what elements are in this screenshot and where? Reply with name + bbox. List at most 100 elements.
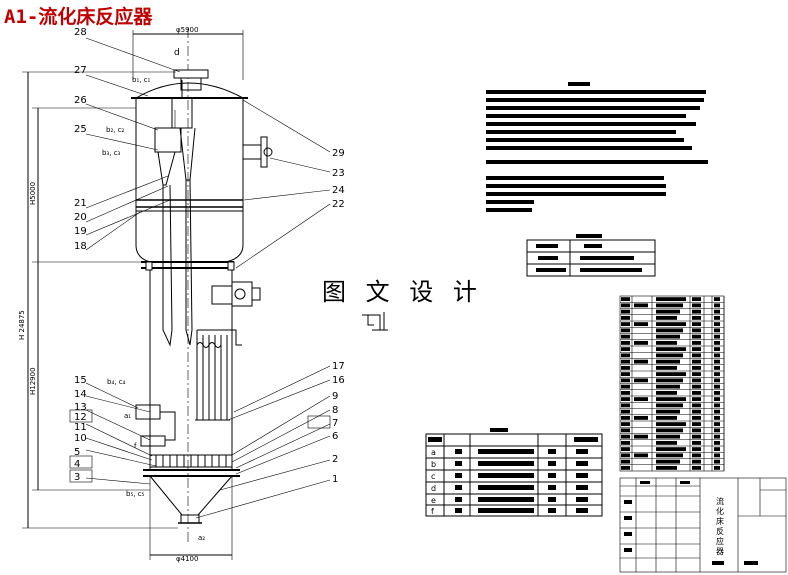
part-number: 25: [74, 124, 87, 135]
parts-list-cell: [692, 390, 701, 395]
parts-list-cell: [621, 384, 630, 389]
parts-list-cell: [692, 353, 701, 358]
parts-list-cell: [621, 409, 630, 414]
parts-list-cell: [621, 315, 630, 320]
parts-list-cell: [634, 453, 648, 458]
part-number: 18: [74, 241, 87, 252]
parts-list-cell: [634, 434, 648, 439]
parts-list-cell: [656, 415, 677, 420]
parts-list-cell: [714, 447, 720, 452]
parts-list-cell: [692, 322, 701, 327]
parts-list-cell: [621, 440, 630, 445]
parts-list-cell: [656, 378, 683, 383]
parts-list-cell: [714, 434, 720, 439]
parts-list-cell: [656, 347, 686, 352]
parts-list-cell: [692, 365, 701, 370]
parts-list-cell: [656, 422, 686, 427]
part-number: 12: [74, 412, 87, 423]
parts-list-cell: [692, 447, 701, 452]
parts-list-cell: [656, 322, 686, 327]
parts-list-cell: [656, 372, 686, 377]
part-number: 27: [74, 65, 87, 76]
parts-list-cell: [621, 447, 630, 452]
parts-list-cell: [656, 340, 677, 345]
parts-list-cell: [692, 440, 701, 445]
parts-list-cell: [714, 409, 720, 414]
nozzle-label: b₄, c₄: [107, 378, 126, 386]
parts-list-cell: [656, 428, 683, 433]
part-number: 23: [332, 168, 345, 179]
parts-list-cell: [621, 453, 630, 458]
part-number: 28: [74, 27, 87, 38]
parts-list-cell: [692, 434, 701, 439]
dim-top-d: d: [174, 48, 180, 58]
parts-list-cell: [714, 347, 720, 352]
parts-list-cell: [692, 378, 701, 383]
parts-list-cell: [634, 322, 648, 327]
parts-list-cell: [714, 415, 720, 420]
nozzle-row-label: d: [431, 484, 436, 493]
parts-list-cell: [656, 409, 680, 414]
parts-list-cell: [656, 297, 686, 302]
parts-list-cell: [656, 440, 677, 445]
parts-list-cell: [621, 340, 630, 345]
parts-list-cell: [621, 359, 630, 364]
parts-list-cell: [714, 353, 720, 358]
nozzle-row-label: a: [431, 448, 436, 457]
parts-list-cell: [714, 440, 720, 445]
parts-list-cell: [714, 459, 720, 464]
nozzle-label: a₂: [198, 534, 205, 542]
part-number: 24: [332, 185, 345, 196]
parts-list-cell: [621, 347, 630, 352]
parts-list-cell: [621, 459, 630, 464]
part-number: 3: [74, 472, 80, 483]
parts-list-cell: [714, 297, 720, 302]
parts-list-cell: [692, 315, 701, 320]
parts-list-cell: [656, 309, 680, 314]
parts-list-cell: [621, 378, 630, 383]
parts-list-cell: [714, 359, 720, 364]
technical-notes: [486, 82, 708, 212]
parts-list-cell: [692, 397, 701, 402]
parts-list-cell: [692, 422, 701, 427]
parts-list-cell: [692, 328, 701, 333]
title-char: 应: [716, 536, 724, 546]
parts-list-cell: [714, 340, 720, 345]
parts-list-cell: [656, 390, 677, 395]
parts-list-cell: [692, 372, 701, 377]
parts-list-cell: [714, 309, 720, 314]
parts-list-cell: [656, 453, 683, 458]
nozzle-label: f: [134, 442, 137, 450]
part-number: 5: [74, 447, 80, 458]
part-number: 21: [74, 198, 87, 209]
parts-list-cell: [714, 453, 720, 458]
title-char: 反: [716, 526, 724, 536]
parts-list-cell: [656, 303, 683, 308]
parts-list-cell: [621, 303, 630, 308]
dim-top-width: φ5900: [176, 26, 198, 34]
parts-list-cell: [634, 397, 648, 402]
nozzle-row-label: b: [431, 460, 436, 469]
nozzle-label: a₁: [124, 412, 131, 420]
parts-list-cell: [692, 334, 701, 339]
parts-list-cell: [621, 403, 630, 408]
drawing-title: A1-流化床反应器: [4, 6, 153, 28]
parts-list-cell: [634, 359, 648, 364]
part-number: 14: [74, 389, 87, 400]
nozzle-label: b₁, c₁: [132, 76, 151, 84]
part-number: 26: [74, 95, 87, 106]
nozzle-row-label: c: [431, 472, 435, 481]
part-number: 11: [74, 422, 87, 433]
parts-list-cell: [656, 353, 683, 358]
parts-list-cell: [621, 328, 630, 333]
watermark-text: 图 文 设 计: [322, 278, 483, 306]
parts-list-cell: [714, 303, 720, 308]
parts-list-cell: [714, 428, 720, 433]
parts-list-cell: [656, 365, 677, 370]
parts-list-cell: [634, 303, 648, 308]
part-number: 17: [332, 361, 345, 372]
parts-list-cell: [692, 415, 701, 420]
nozzle-label: b₃, c₃: [102, 149, 121, 157]
